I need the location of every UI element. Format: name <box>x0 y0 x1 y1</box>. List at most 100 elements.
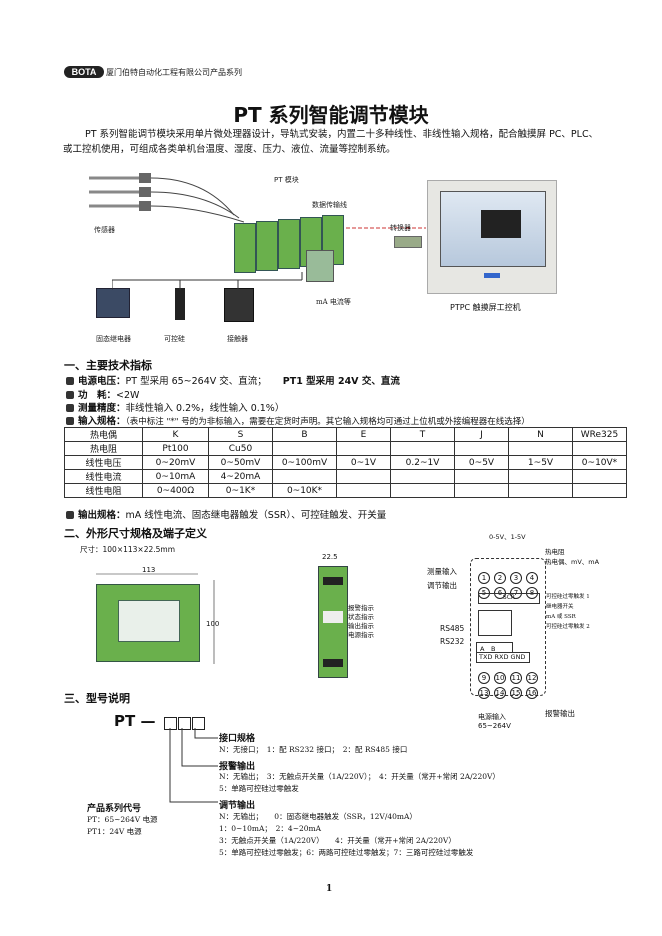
bullet-icon <box>66 377 74 385</box>
model-code-boxes <box>164 715 206 734</box>
table-cell: 0~50mV <box>208 455 273 470</box>
series-title: 产品系列代号 <box>87 804 142 814</box>
relay-box <box>478 610 512 636</box>
table-cell <box>454 469 509 484</box>
thermo-label-2: 热电偶、mV、mA <box>545 558 600 566</box>
table-cell <box>508 441 573 456</box>
current-meter-label: mA 电流等 <box>316 298 351 306</box>
touch-pc-label: PTPC 触摸屏工控机 <box>450 303 521 312</box>
table-cell: E <box>336 427 391 442</box>
dim-100: 100 <box>206 620 220 628</box>
section2-heading: 二、外形尺寸规格及端子定义 <box>64 527 207 540</box>
table-cell <box>272 469 337 484</box>
dim-22-5: 22.5 <box>322 553 338 561</box>
rs485-label: RS485 <box>440 624 465 633</box>
contactor-label: 接触器 <box>227 335 248 343</box>
reg-text-3: 3：无触点开关量（1A/220V） 4：开关量（常开+常闭 2A/220V） <box>219 836 456 845</box>
sensor-probes <box>89 173 244 223</box>
table-cell: 0~10mA <box>142 469 209 484</box>
intro-paragraph: PT 系列智能调节模块采用单片微处理器设计，导轨式安装，内置二十多种线性、非线性… <box>63 129 599 155</box>
bullet-icon <box>66 404 74 412</box>
terminal-top-label: 0-5V、1-5V <box>489 533 526 541</box>
alarm-text-1: N：无输出； 3：无触点开关量（1A/220V）； 4：开关量（常开+常闭 2A… <box>219 772 500 781</box>
power-v-label: 65~264V <box>478 722 511 730</box>
reg-title: 调节输出 <box>219 801 256 811</box>
dimension-lines <box>96 573 215 664</box>
reg-text-4: 5：单路可控硅过零触发；6：两路可控硅过零触发；7：三路可控硅过零触发 <box>219 848 474 857</box>
table-cell <box>390 483 455 498</box>
bullet-icon <box>66 391 74 399</box>
table-cell <box>572 469 627 484</box>
system-diagram: 传感器 PT 模块 数据传输线 转换器 PTPC 触摸屏工控机 mA 电流等 固… <box>84 170 584 348</box>
reg-text-1: N：无输出； 0：固态继电器触发（SSR，12V/40mA） <box>219 812 417 821</box>
table-cell: K <box>142 427 209 442</box>
bota-logo: BOTA <box>64 66 104 78</box>
page-title: PT 系列智能调节模块 <box>233 103 429 127</box>
dim-113: 113 <box>142 566 156 574</box>
reg-text-2: 1：0~10mA； 2：4~20mA <box>219 824 322 833</box>
table-cell: 热电偶 <box>64 427 143 442</box>
model-prefix: PT — <box>114 712 156 730</box>
table-cell: 0~1K* <box>208 483 273 498</box>
table-cell <box>508 483 573 498</box>
table-cell <box>454 483 509 498</box>
table-cell: B <box>272 427 337 442</box>
table-cell <box>572 483 627 498</box>
size-text: 尺寸：100×113×22.5mm <box>80 545 176 554</box>
table-cell <box>336 441 391 456</box>
table-cell: T <box>390 427 455 442</box>
power-in-label: 电源输入 <box>478 713 506 721</box>
interface-title: 接口规格 <box>219 734 256 744</box>
terminal-notes: 可控硅过零触发 1 继电器开关 mA 或 SSR 可控硅过零触发 2 <box>546 594 590 630</box>
table-cell: N <box>508 427 573 442</box>
alarm-text-2: 5：单路可控硅过零触发 <box>219 784 299 793</box>
page-number: 1 <box>326 884 333 894</box>
converter-label: 转换器 <box>390 224 411 232</box>
series-text-1: PT：65~264V 电源 <box>87 815 158 824</box>
table-cell: WRe325 <box>572 427 627 442</box>
data-line <box>346 227 426 229</box>
rs232-label: RS232 <box>440 637 465 646</box>
thermo-label: 热电阻 <box>545 548 565 556</box>
table-cell: S <box>208 427 273 442</box>
bullet-icon <box>66 417 74 425</box>
consumption-row: 功 耗：<2W <box>66 387 139 401</box>
converter-image <box>394 236 422 248</box>
table-cell: 0~10K* <box>272 483 337 498</box>
scr-box: SCR <box>478 593 540 604</box>
table-cell <box>572 441 627 456</box>
alarm-out-label: 报警输出 <box>545 709 575 718</box>
sensor-label: 传感器 <box>94 226 115 234</box>
touch-pc-image <box>427 180 557 294</box>
table-cell: Cu50 <box>208 441 273 456</box>
section3-heading: 三、型号说明 <box>64 692 130 705</box>
module-front-view <box>92 578 202 664</box>
table-cell: 1~5V <box>508 455 573 470</box>
table-cell <box>390 469 455 484</box>
meas-in-label: 测量输入 <box>427 567 457 576</box>
table-cell <box>336 483 391 498</box>
output-row: 输出规格：mA 线性电流、固态继电器触发（SSR）、可控硅触发、开关量 <box>66 507 386 521</box>
rs232-box: TXD RXD GND <box>476 652 530 663</box>
table-cell: 0~400Ω <box>142 483 209 498</box>
table-cell: 0~20mV <box>142 455 209 470</box>
scr-image <box>175 288 185 320</box>
pt-module-label: PT 模块 <box>274 176 299 184</box>
table-cell: 0~100mV <box>272 455 337 470</box>
terminal-block <box>470 558 546 696</box>
table-cell <box>272 441 337 456</box>
company-name: 厦门伯特自动化工程有限公司产品系列 <box>106 68 242 77</box>
table-cell: 0~1V <box>336 455 391 470</box>
ssr-label: 固态继电器 <box>96 335 131 343</box>
interface-text: N：无接口； 1：配 RS232 接口； 2：配 RS485 接口 <box>219 745 408 754</box>
table-cell: J <box>454 427 509 442</box>
data-line-label: 数据传输线 <box>312 201 347 209</box>
accuracy-row: 测量精度：非线性输入 0.2%，线性输入 0.1%） <box>66 400 284 414</box>
